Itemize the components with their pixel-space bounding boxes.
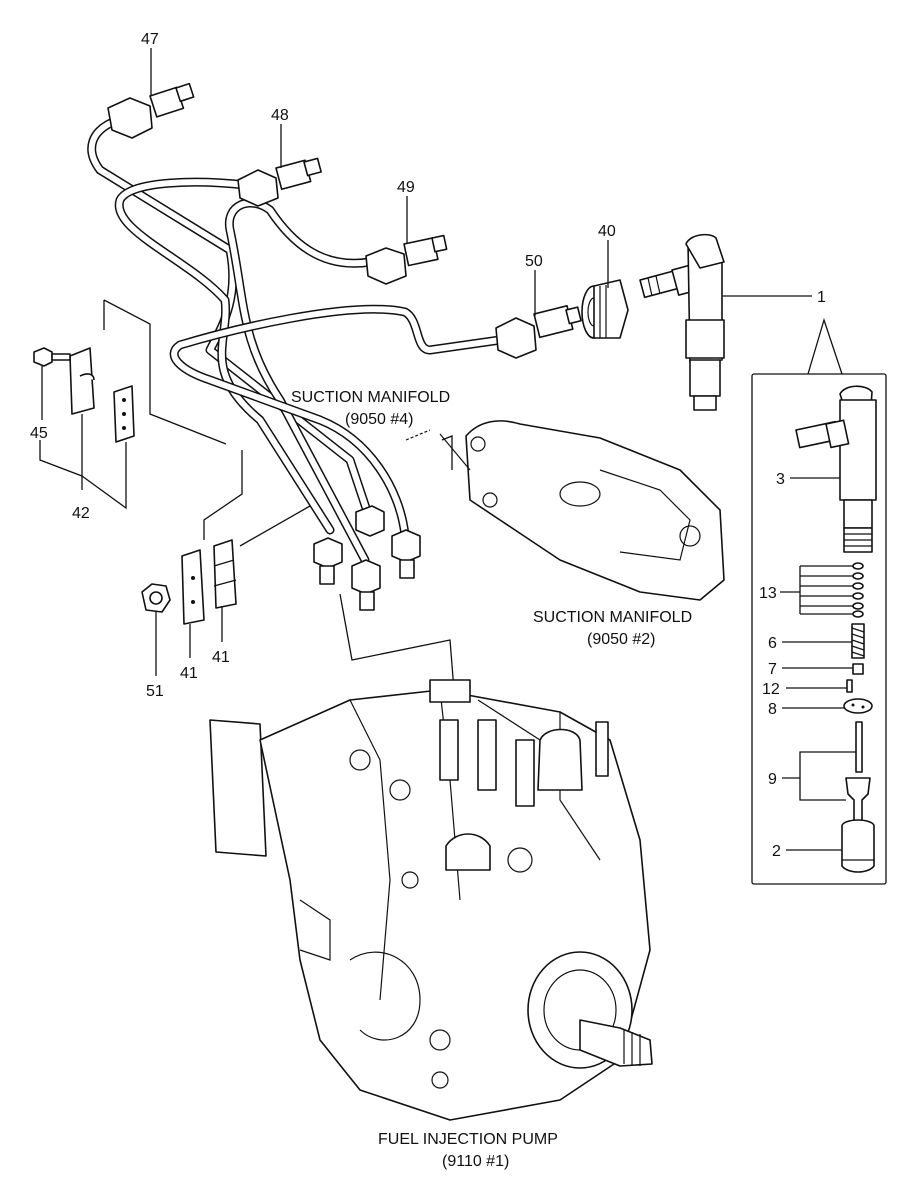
callout-13: 13 <box>759 585 777 602</box>
callout-9: 9 <box>768 771 777 788</box>
callout-45: 45 <box>30 425 48 442</box>
callout-leaders <box>39 48 856 851</box>
callout-42: 42 <box>72 505 90 522</box>
pipe-nut-50 <box>495 304 582 359</box>
callout-41b: 41 <box>212 649 230 666</box>
fuel-injection-pump <box>209 679 653 1121</box>
callout-3: 3 <box>776 471 785 488</box>
clamp-parts-41 <box>181 450 311 625</box>
captions: SUCTION MANIFOLD (9050 #4) SUCTION MANIF… <box>291 389 692 1170</box>
pipe-nut-49 <box>365 234 448 285</box>
caption-suction-manifold-4-ref: (9050 #4) <box>345 411 414 428</box>
caption-suction-manifold-4-title: SUCTION MANIFOLD <box>291 389 450 406</box>
detail-box <box>751 317 887 885</box>
callout-6: 6 <box>768 635 777 652</box>
pump-end-nuts <box>313 505 421 611</box>
caption-fuel-injection-pump-title: FUEL INJECTION PUMP <box>378 1131 558 1148</box>
callout-12: 12 <box>762 681 780 698</box>
injector-assembly-1 <box>639 233 725 411</box>
caption-suction-manifold-2-ref: (9050 #2) <box>587 631 656 648</box>
callout-1: 1 <box>817 289 826 306</box>
bolt-45 <box>33 347 71 367</box>
caption-fuel-injection-pump-ref: (9110 #1) <box>442 1153 509 1170</box>
callout-7: 7 <box>768 661 777 678</box>
nozzle-holder-40 <box>581 279 629 339</box>
callout-2: 2 <box>772 843 781 860</box>
pipe-nut-48 <box>237 157 322 207</box>
callout-50: 50 <box>525 253 543 270</box>
caption-suction-manifold-2-title: SUCTION MANIFOLD <box>533 609 692 626</box>
callout-48: 48 <box>271 107 289 124</box>
callout-40: 40 <box>598 223 616 240</box>
injection-pipes <box>87 115 505 565</box>
pipe-nut-47 <box>107 82 195 139</box>
nut-51 <box>141 583 171 613</box>
callout-51: 51 <box>146 683 164 700</box>
suction-manifold-4 <box>405 420 725 601</box>
callout-8: 8 <box>768 701 777 718</box>
callout-numbers: 47 48 49 40 50 1 45 42 3 13 6 7 12 8 9 2… <box>30 31 826 860</box>
clamp-parts-42 <box>69 299 227 445</box>
callout-41a: 41 <box>180 665 198 682</box>
callout-49: 49 <box>397 179 415 196</box>
callout-47: 47 <box>141 31 159 48</box>
